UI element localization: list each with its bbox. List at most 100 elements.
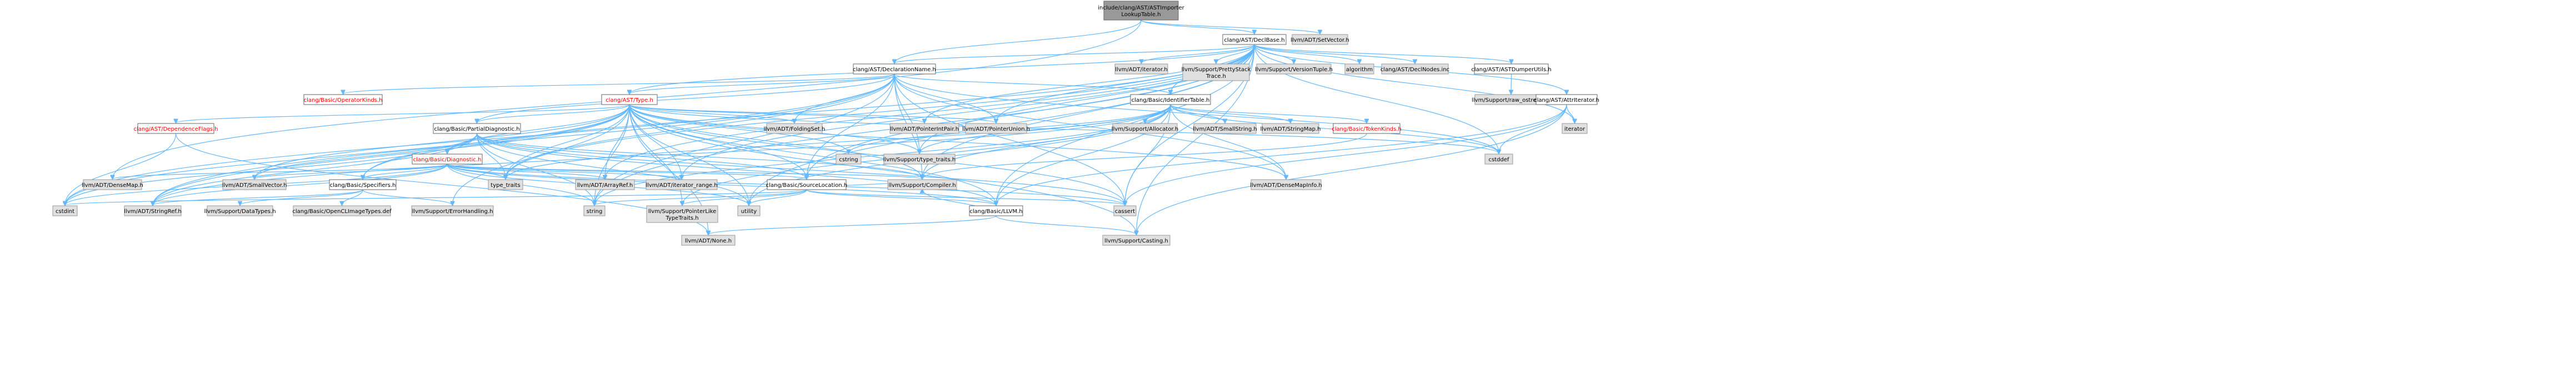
node-arrayref-box xyxy=(575,179,635,190)
node-depflags[interactable]: clang/AST/DependenceFlags.h xyxy=(133,123,218,134)
node-foldingset[interactable]: llvm/ADT/FoldingSet.h xyxy=(764,123,826,134)
node-type_traits-box xyxy=(488,179,523,190)
node-rawostream[interactable]: llvm/Support/raw_ostream.h xyxy=(1472,94,1550,105)
edge-partialdiag-to-compiler xyxy=(476,133,923,179)
node-llvm_h[interactable]: clang/Basic/LLVM.h xyxy=(969,205,1023,216)
node-openclimg[interactable]: clang/Basic/OpenCLImageTypes.def xyxy=(292,205,392,216)
node-iterrange[interactable]: llvm/ADT/iterator_range.h xyxy=(646,179,718,190)
edge-type_h-to-ptrintpair xyxy=(629,104,924,123)
edge-declbase-to-algorithm xyxy=(1254,44,1359,63)
node-string[interactable]: string xyxy=(583,205,606,216)
node-ptrintpair[interactable]: llvm/ADT/PointerIntPair.h xyxy=(889,123,959,134)
node-dumperutils-label: clang/AST/ASTDumperUtils.h xyxy=(1471,67,1551,73)
node-declname-box xyxy=(853,63,936,75)
node-identtable-label: clang/Basic/IdentifierTable.h xyxy=(1132,97,1210,103)
node-type_traits[interactable]: type_traits xyxy=(488,179,523,190)
edge-attriter-to-cassert xyxy=(1125,104,1567,205)
node-suptypetraits[interactable]: llvm/Support/type_traits.h xyxy=(883,154,956,165)
node-smallstring[interactable]: llvm/ADT/SmallString.h xyxy=(1193,123,1257,134)
node-root-label: include/clang/AST/ASTImporter xyxy=(1098,5,1184,11)
node-specifiers-box xyxy=(329,179,397,190)
node-arrayref[interactable]: llvm/ADT/ArrayRef.h xyxy=(575,179,635,190)
node-smallstring-box xyxy=(1193,123,1257,134)
node-iterator_h[interactable]: llvm/ADT/iterator.h xyxy=(1114,63,1168,75)
edge-type_h-to-foldingset xyxy=(629,104,794,123)
node-setvector[interactable]: llvm/ADT/SetVector.h xyxy=(1290,34,1349,45)
node-declnodes[interactable]: clang/AST/DeclNodes.inc xyxy=(1380,63,1449,75)
node-ptrliketraits-box xyxy=(646,205,718,223)
node-densemap-label: llvm/ADT/DenseMap.h xyxy=(82,182,143,189)
edge-identtable-to-stringref xyxy=(153,104,1171,205)
node-rawostream-label: llvm/Support/raw_ostream.h xyxy=(1472,97,1550,103)
node-tokenkinds[interactable]: clang/Basic/TokenKinds.h xyxy=(1332,123,1402,134)
node-prettystack-label: llvm/Support/PrettyStack xyxy=(1182,67,1251,73)
node-declname[interactable]: clang/AST/DeclarationName.h xyxy=(853,63,936,75)
node-string-box xyxy=(583,205,606,216)
node-datatypes-label: llvm/Support/DataTypes.h xyxy=(204,209,276,215)
edge-specifiers-to-openclimg xyxy=(342,189,363,205)
node-declname-label: clang/AST/DeclarationName.h xyxy=(853,67,936,73)
node-allocator[interactable]: llvm/Support/Allocator.h xyxy=(1112,123,1178,134)
edge-type_h-to-llvm_h xyxy=(629,104,996,205)
node-declbase[interactable]: clang/AST/DeclBase.h xyxy=(1222,34,1287,45)
node-specifiers[interactable]: clang/Basic/Specifiers.h xyxy=(329,179,397,190)
edge-partialdiag-to-cassert xyxy=(476,133,1126,205)
node-dumperutils[interactable]: clang/AST/ASTDumperUtils.h xyxy=(1471,63,1552,75)
node-prettystack-label: Trace.h xyxy=(1206,73,1226,80)
node-stringmap[interactable]: llvm/ADT/StringMap.h xyxy=(1260,123,1321,134)
node-utility[interactable]: utility xyxy=(737,205,761,216)
node-versiontuple-label: llvm/Support/VersionTuple.h xyxy=(1255,67,1333,73)
node-iterrange-label: llvm/ADT/iterator_range.h xyxy=(646,182,717,189)
node-diagnostic[interactable]: clang/Basic/Diagnostic.h xyxy=(412,154,483,165)
node-none[interactable]: llvm/ADT/None.h xyxy=(681,235,736,246)
node-type_h[interactable]: clang/AST/Type.h xyxy=(601,94,658,105)
node-versiontuple[interactable]: llvm/Support/VersionTuple.h xyxy=(1255,63,1333,75)
node-ptrunion-label: llvm/ADT/PointerUnion.h xyxy=(962,126,1030,132)
edge-declbase-to-type_h xyxy=(629,44,1255,94)
node-cassert[interactable]: cassert xyxy=(1113,205,1137,216)
edge-srcloc-to-utility xyxy=(749,189,807,205)
node-casting[interactable]: llvm/Support/Casting.h xyxy=(1102,235,1171,246)
edge-dumperutils-to-rawostream xyxy=(1511,73,1512,94)
node-compiler[interactable]: llvm/Support/Compiler.h xyxy=(887,179,957,190)
node-partialdiag[interactable]: clang/Basic/PartialDiagnostic.h xyxy=(433,123,521,134)
node-srcloc[interactable]: clang/Basic/SourceLocation.h xyxy=(766,179,847,190)
node-cstddef[interactable]: cstddef xyxy=(1484,154,1513,165)
edge-srcloc-to-string xyxy=(594,189,807,205)
node-srcloc-box xyxy=(767,179,847,190)
node-densemapinfo[interactable]: llvm/ADT/DenseMapInfo.h xyxy=(1250,179,1322,190)
edge-attriter-to-cstddef xyxy=(1499,104,1567,154)
node-densemap[interactable]: llvm/ADT/DenseMap.h xyxy=(82,179,143,190)
node-root-label: LookupTable.h xyxy=(1121,12,1161,18)
edge-partialdiag-to-utility xyxy=(476,133,749,205)
node-algorithm[interactable]: algorithm xyxy=(1344,63,1374,75)
node-ptrunion[interactable]: llvm/ADT/PointerUnion.h xyxy=(962,123,1030,134)
edge-identtable-to-llvm_h xyxy=(996,104,1171,205)
node-cstddef-box xyxy=(1484,154,1513,165)
node-stringref[interactable]: llvm/ADT/StringRef.h xyxy=(124,205,182,216)
node-opkinds[interactable]: clang/Basic/OperatorKinds.h xyxy=(303,94,383,105)
node-dumperutils-box xyxy=(1474,63,1549,75)
node-smallvector[interactable]: llvm/ADT/SmallVector.h xyxy=(222,179,287,190)
edge-tokenkinds-to-compiler xyxy=(922,133,1367,179)
node-iterator[interactable]: iterator xyxy=(1562,123,1588,134)
node-algorithm-label: algorithm xyxy=(1346,67,1373,73)
edge-type_h-to-partialdiag xyxy=(477,104,630,123)
node-declbase-box xyxy=(1222,34,1287,45)
node-stringref-label: llvm/ADT/StringRef.h xyxy=(124,209,181,215)
node-cstdint[interactable]: cstdint xyxy=(52,205,78,216)
node-errhandling[interactable]: llvm/Support/ErrorHandling.h xyxy=(411,205,494,216)
edge-partialdiag-to-smallvector xyxy=(254,133,478,179)
node-compiler-box xyxy=(887,179,957,190)
edge-type_h-to-casting xyxy=(629,104,1137,235)
edge-type_h-to-errhandling xyxy=(453,104,630,205)
node-attriter[interactable]: clang/AST/AttrIterator.h xyxy=(1534,94,1599,105)
node-identtable[interactable]: clang/Basic/IdentifierTable.h xyxy=(1130,94,1211,105)
node-utility-box xyxy=(737,205,761,216)
node-opkinds-label: clang/Basic/OperatorKinds.h xyxy=(304,97,383,103)
node-cstring[interactable]: cstring xyxy=(836,154,862,165)
edge-type_h-to-srcloc xyxy=(629,104,807,179)
node-datatypes[interactable]: llvm/Support/DataTypes.h xyxy=(204,205,276,216)
